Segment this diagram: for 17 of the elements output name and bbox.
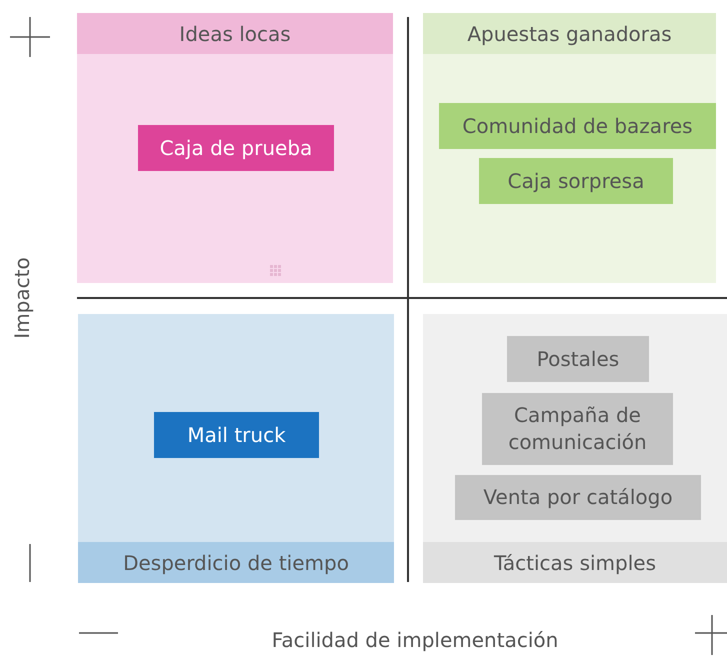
quadrant-title: Apuestas ganadoras — [423, 13, 716, 54]
axis-label: Facilidad de implementación — [272, 628, 558, 652]
axis-label: Impacto — [10, 257, 34, 339]
idea-box: Caja de prueba — [138, 125, 334, 171]
idea-box: Caja sorpresa — [479, 158, 673, 204]
quadrant-panel — [423, 314, 727, 583]
idea-box: Campaña de comunicación — [482, 393, 673, 465]
quadrant-title: Tácticas simples — [423, 542, 727, 583]
quadrant-panel — [423, 13, 716, 283]
quadrant-panel — [78, 314, 394, 583]
idea-box: Comunidad de bazares — [439, 103, 716, 149]
idea-box: Postales — [507, 336, 649, 382]
quadrant-title: Ideas locas — [77, 13, 393, 54]
idea-box: Venta por catálogo — [455, 475, 701, 520]
idea-box: Mail truck — [154, 412, 319, 458]
quadrant-panel — [77, 13, 393, 283]
quadrant-title: Desperdicio de tiempo — [78, 542, 394, 583]
